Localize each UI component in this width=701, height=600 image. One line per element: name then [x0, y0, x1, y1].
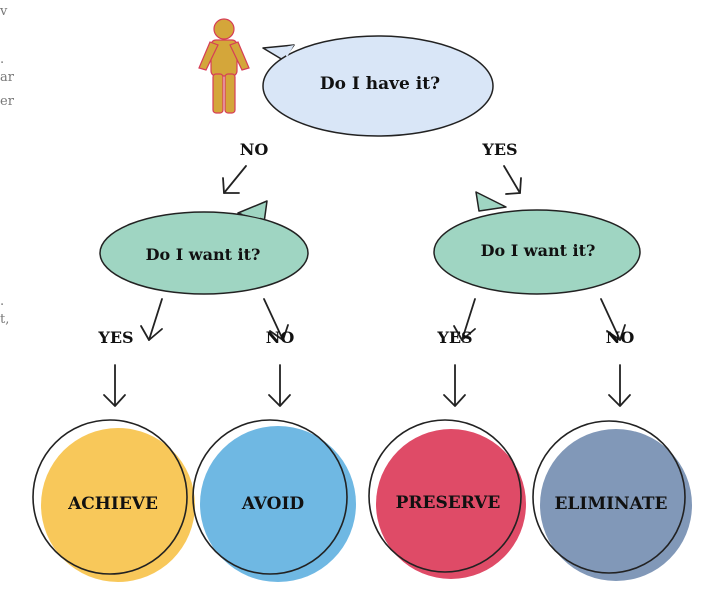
eliminate-label: ELIMINATE	[554, 494, 667, 514]
right-yes-label: YES	[436, 328, 472, 347]
left-no-label: NO	[266, 328, 295, 347]
branch-no-label: NO	[240, 140, 269, 159]
right-no-label: NO	[606, 328, 635, 347]
avoid-label: AVOID	[241, 494, 305, 514]
preserve-label: PRESERVE	[396, 493, 501, 513]
arrow-to-avoid	[268, 364, 291, 407]
arrow-to-preserve	[443, 364, 466, 407]
side-text-fragment: v	[0, 4, 8, 19]
side-text-fragment: er	[0, 94, 14, 109]
arrow-to-right-question	[503, 165, 522, 195]
left-question-label: Do I want it?	[146, 245, 261, 264]
right-question-label: Do I want it?	[481, 241, 596, 260]
avoid-circle	[192, 419, 356, 582]
achieve-circle	[32, 419, 195, 582]
preserve-circle	[368, 419, 526, 579]
person-icon	[198, 18, 250, 114]
side-text-fragment: .	[0, 294, 5, 309]
left-yes-label: YES	[97, 328, 133, 347]
arrow-to-left-no	[263, 298, 289, 341]
arrow-to-eliminate	[608, 364, 631, 407]
side-text-fragment: .	[0, 52, 5, 67]
left-question-bubble	[99, 200, 309, 295]
achieve-label: ACHIEVE	[67, 494, 158, 514]
side-text-fragment: t,	[0, 312, 10, 327]
branch-yes-label: YES	[481, 140, 517, 159]
arrow-to-right-yes	[453, 298, 476, 341]
arrow-to-left-yes	[140, 298, 163, 341]
right-question-bubble	[433, 191, 641, 295]
root-question-label: Do I have it?	[320, 74, 440, 94]
eliminate-circle	[532, 420, 692, 581]
side-text-fragment: ar	[0, 70, 14, 85]
arrow-to-left-question	[222, 165, 247, 194]
arrow-to-achieve	[103, 364, 126, 407]
arrow-to-right-no	[600, 298, 626, 341]
root-question-bubble	[262, 35, 494, 137]
